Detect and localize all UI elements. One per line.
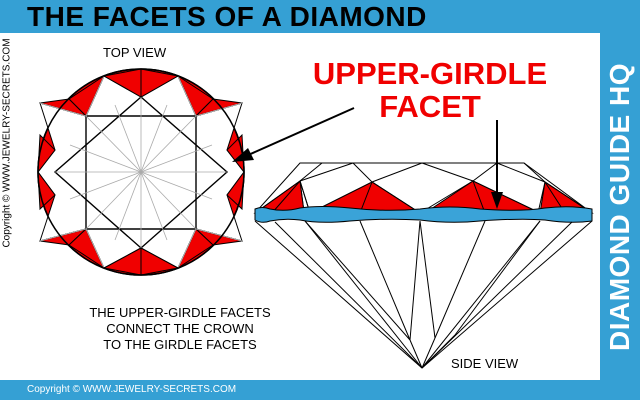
arrow-to-side-view [491,120,503,209]
callout-title: UPPER-GIRDLE FACET [300,57,560,123]
top-view-diamond [37,68,245,276]
caption-line-1: THE UPPER-GIRDLE FACETS [89,305,271,320]
caption-line-2: CONNECT THE CROWN [106,321,254,336]
caption: THE UPPER-GIRDLE FACETS CONNECT THE CROW… [80,305,280,353]
side-view-label: SIDE VIEW [451,356,519,371]
footer-copyright: Copyright © WWW.JEWELRY-SECRETS.COM [27,384,237,395]
callout-line-1: UPPER-GIRDLE [312,56,548,91]
callout-line-2: FACET [379,89,481,124]
page-title: THE FACETS OF A DIAMOND [27,1,427,32]
arrow-to-top-view [232,107,355,162]
caption-line-3: TO THE GIRDLE FACETS [103,337,257,352]
top-view-label: TOP VIEW [103,45,167,60]
side-view-diamond [253,162,594,369]
